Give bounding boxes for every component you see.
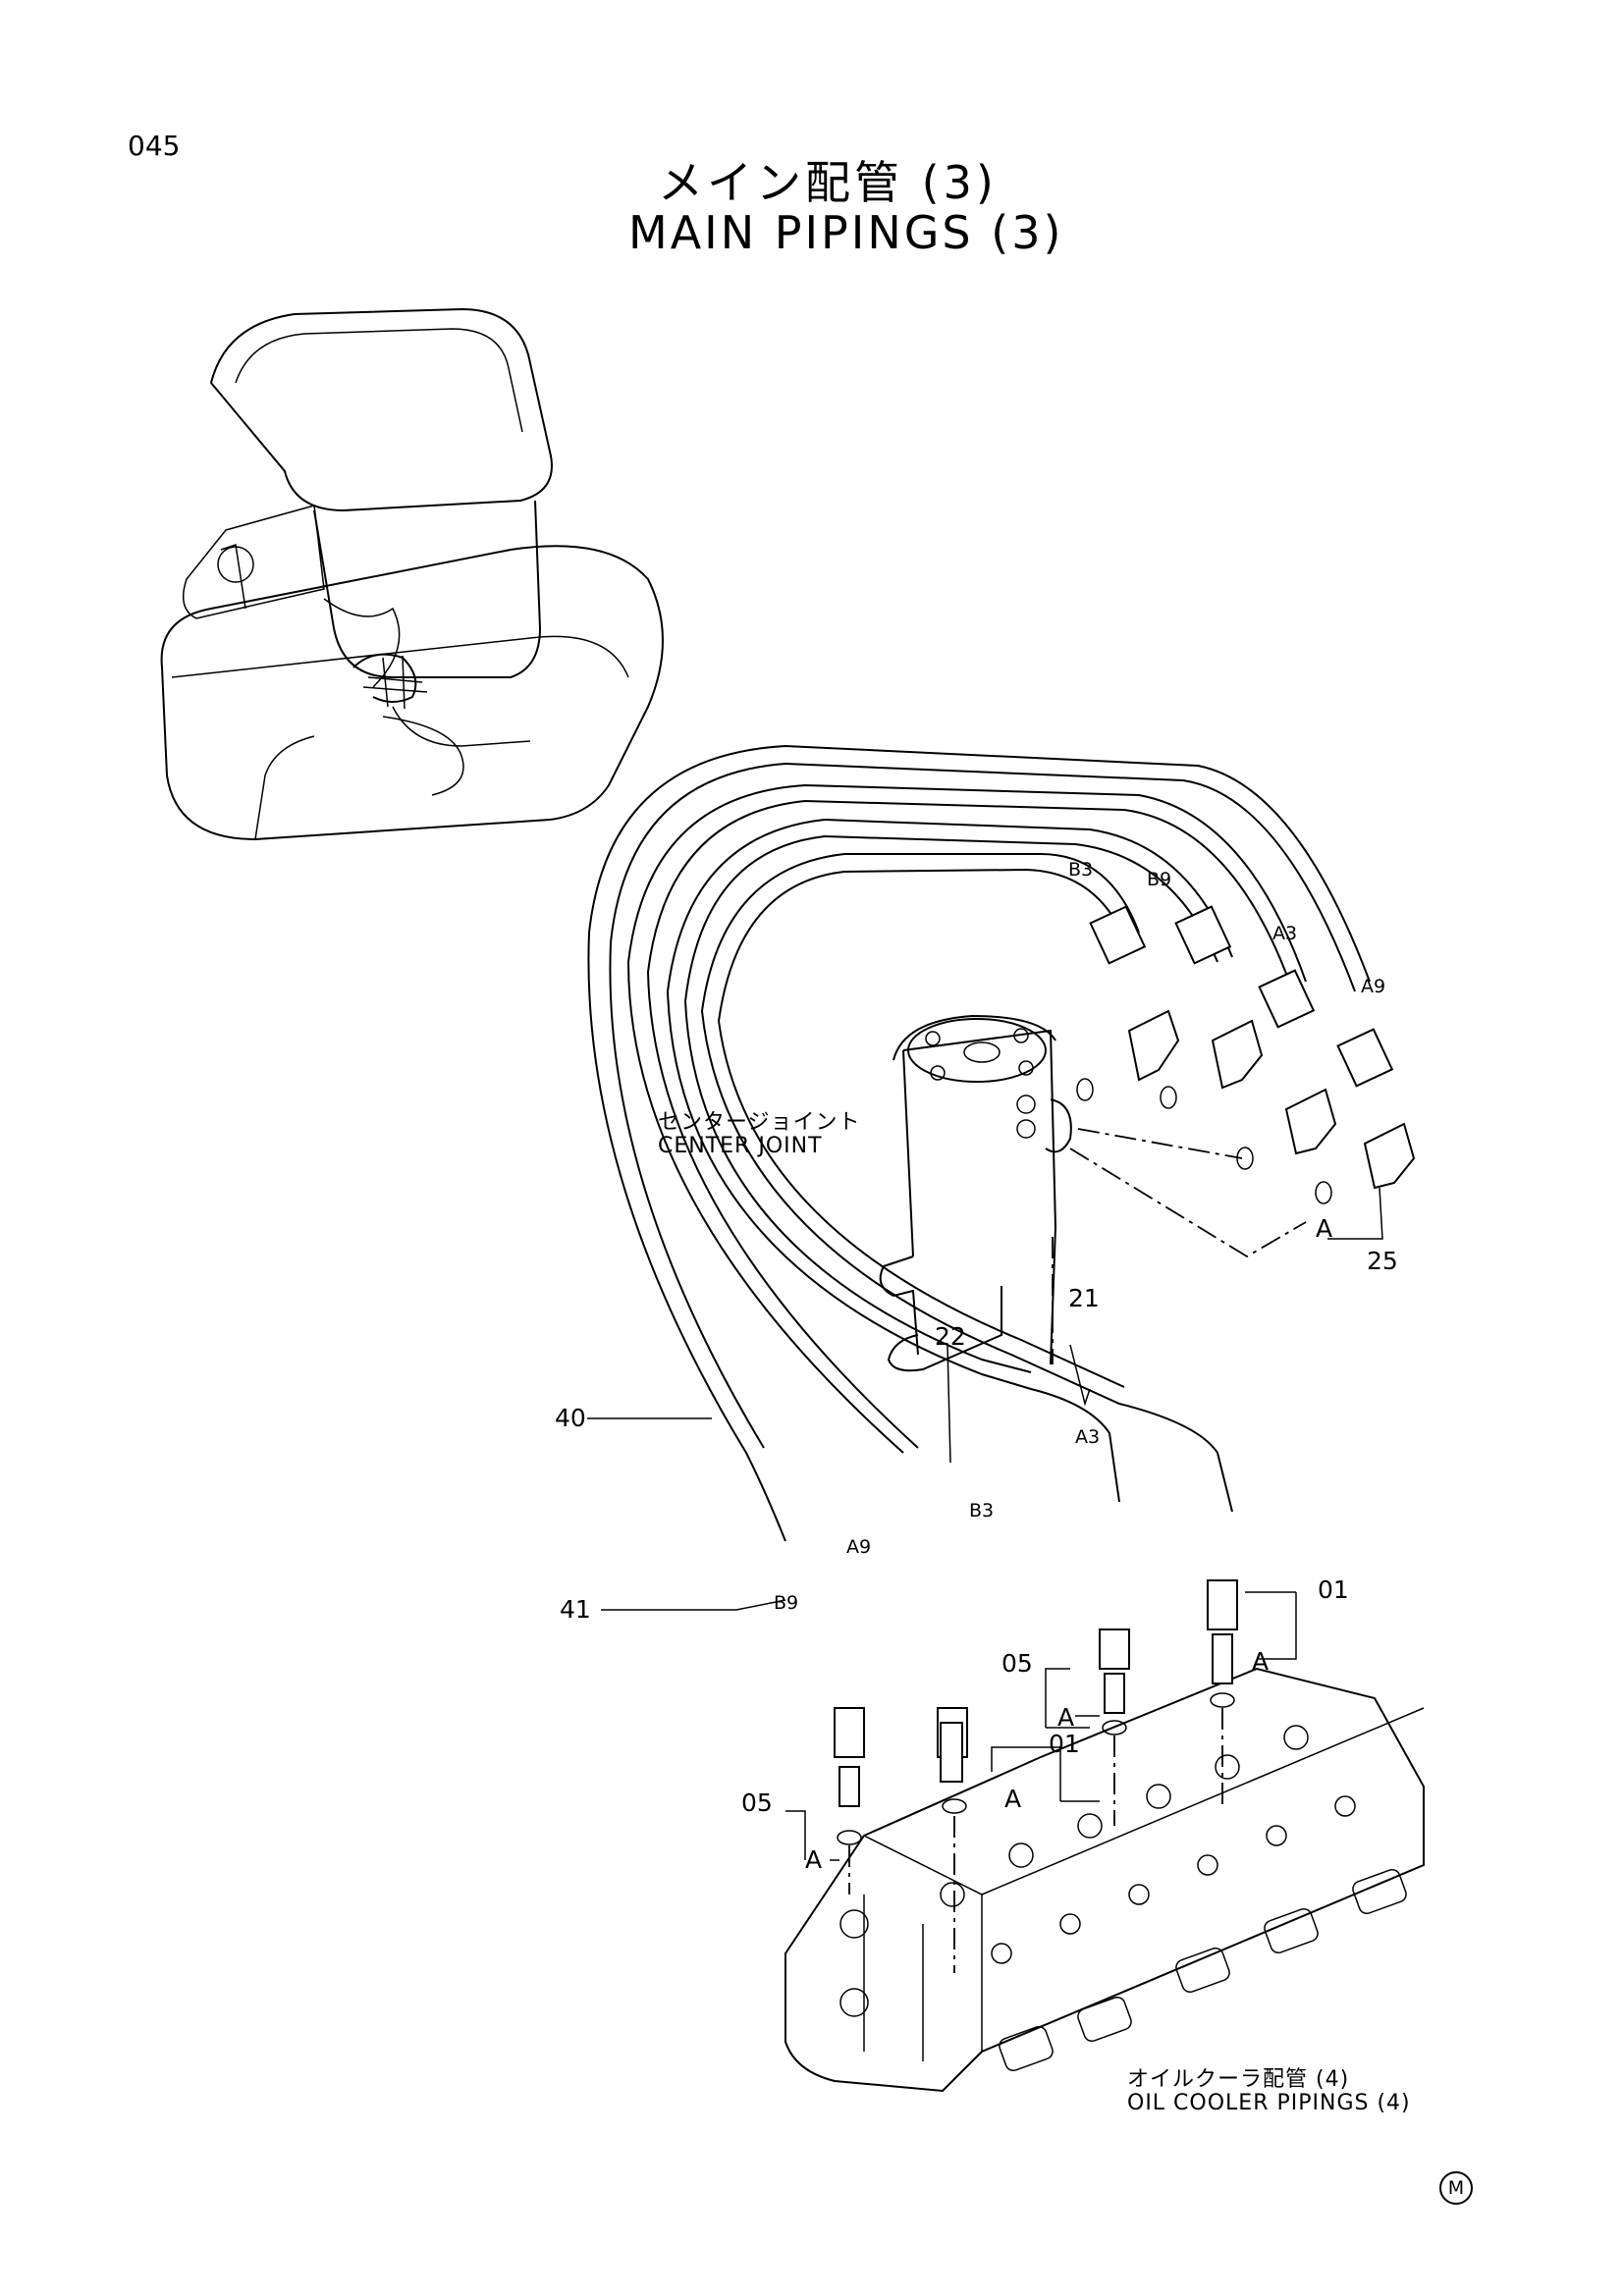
port-label-a3-top: A3	[1272, 923, 1298, 944]
part-number-25: 25	[1367, 1247, 1398, 1275]
part-number-41: 41	[560, 1595, 591, 1624]
port-label-a9-top: A9	[1361, 976, 1386, 997]
detail-ref-a-25: A	[1316, 1214, 1333, 1243]
leader-lines	[587, 1187, 1383, 1861]
part-number-05-upper: 05	[1001, 1649, 1033, 1678]
detail-ref-a-05-lower: A	[805, 1845, 823, 1874]
page-title-english: MAIN PIPINGS (3)	[628, 206, 1064, 259]
center-joint-label-english: CENTER JOINT	[658, 1134, 823, 1158]
port-label-a9-bottom: A9	[846, 1536, 872, 1558]
page-number: 045	[128, 130, 181, 162]
port-label-b9-top: B9	[1147, 869, 1172, 890]
part-number-01-upper: 01	[1318, 1575, 1349, 1604]
center-joint-illustration	[879, 1014, 1072, 1372]
oil-cooler-label-japanese: オイルクーラ配管 (4)	[1127, 2067, 1350, 2092]
detail-ref-a-05-upper: A	[1057, 1703, 1075, 1732]
part-number-40: 40	[555, 1404, 586, 1432]
part-number-05-lower: 05	[741, 1789, 773, 1817]
circled-m-brand-mark: M	[1439, 2171, 1473, 2205]
machine-overview-illustration	[160, 307, 664, 841]
port-label-a3-bottom: A3	[1075, 1426, 1101, 1448]
port-label-b9-bottom: B9	[774, 1592, 799, 1614]
upper-fittings	[1069, 905, 1416, 1258]
center-joint-label-japanese: センタージョイント	[658, 1110, 861, 1135]
main-hoses	[587, 744, 1371, 1542]
detail-ref-a-01-lower: A	[1004, 1785, 1022, 1813]
part-number-01-lower: 01	[1049, 1730, 1080, 1758]
detail-ref-a-01-upper: A	[1252, 1647, 1270, 1676]
part-number-22: 22	[935, 1322, 966, 1351]
oil-cooler-label-english: OIL COOLER PIPINGS (4)	[1127, 2091, 1411, 2115]
port-label-b3-top: B3	[1068, 859, 1094, 881]
part-number-21: 21	[1068, 1284, 1100, 1312]
page-title-japanese: メイン配管 (3)	[658, 156, 998, 209]
port-label-b3-bottom: B3	[969, 1500, 995, 1522]
control-valve-illustration	[784, 1579, 1425, 2093]
